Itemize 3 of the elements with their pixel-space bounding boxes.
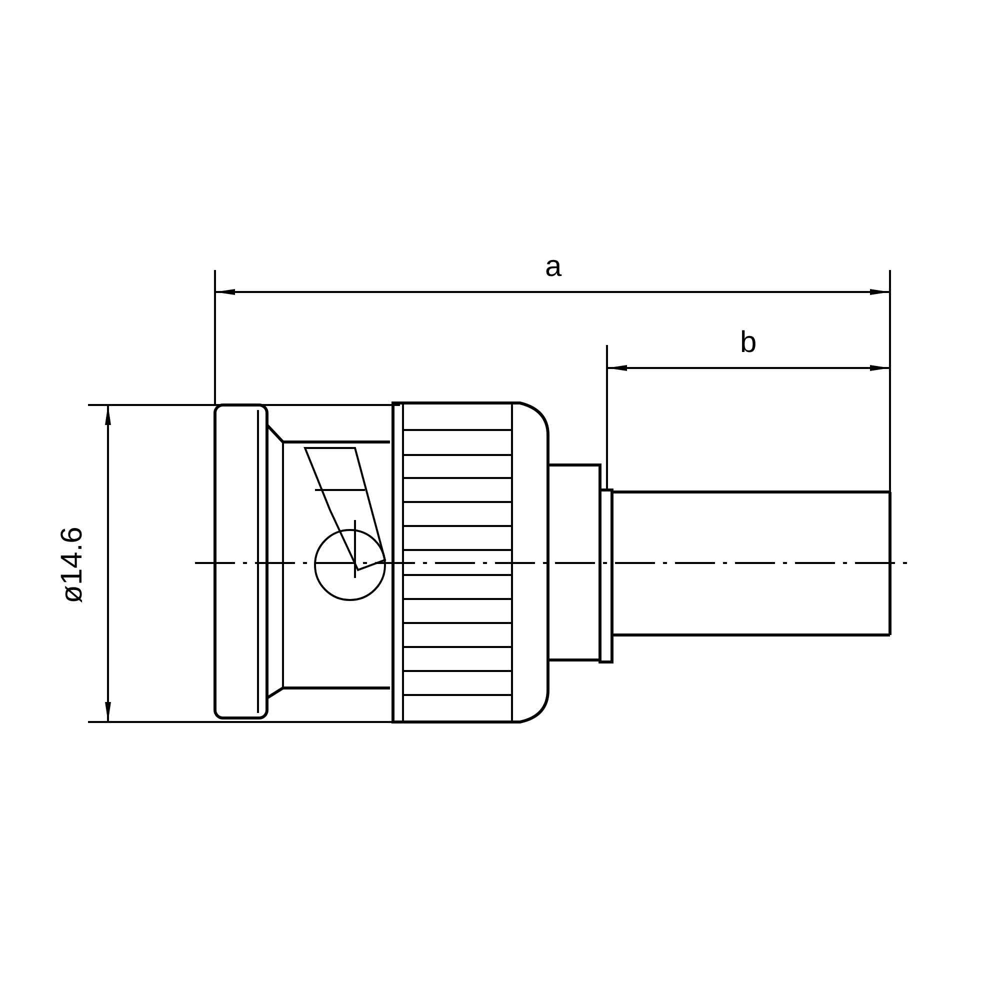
dimension-label: b: [740, 328, 757, 358]
dimension-label: a: [545, 252, 562, 282]
dimension-label: ø14.6: [56, 526, 87, 604]
